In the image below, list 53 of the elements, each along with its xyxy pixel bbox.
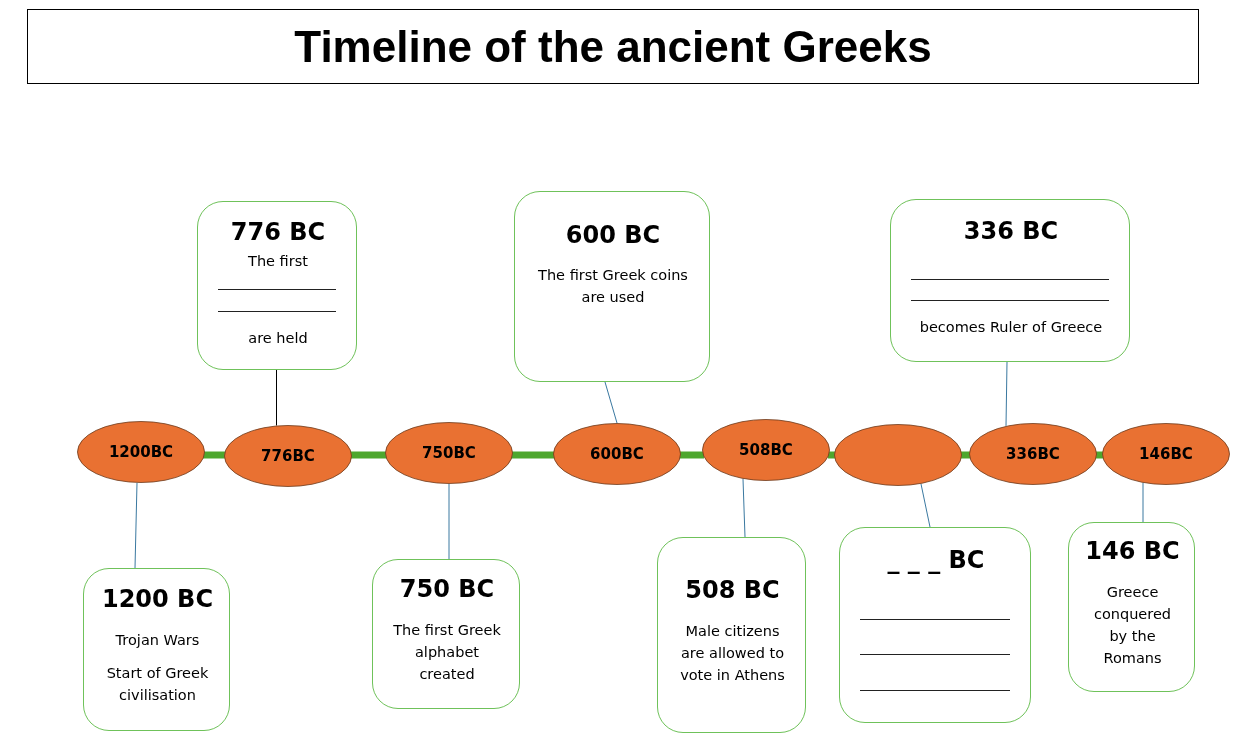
event-description: Greece conquered by the Romans [1092,583,1173,668]
event-description: becomes Ruler of Greece [918,318,1104,337]
date-ellipse [1102,423,1230,485]
event-description: are held [247,329,309,348]
event-description: Start of Greek civilisation [105,664,210,705]
leader-line [604,381,618,424]
event-date: _ _ _ BC [887,545,985,575]
event-card [197,201,357,370]
event-description: Male citizens are allowed to vote in Athens [679,622,786,685]
timeline-bar [679,451,704,459]
date-label: 776BC [261,447,315,465]
timeline-bar [511,451,555,459]
timeline-bar [350,451,387,459]
timeline-bar [203,451,226,459]
diagram-title: Timeline of the ancient Greeks [27,9,1199,84]
date-ellipse [385,422,513,484]
event-date: 508 BC [685,575,780,605]
leader-line [1142,482,1144,523]
date-ellipse [77,421,205,483]
event-card [372,559,520,709]
leader-line [448,483,450,560]
event-date: 1200 BC [101,584,214,614]
date-label: 508BC [739,441,793,459]
event-card [1068,522,1195,692]
date-ellipse [224,425,352,487]
leader-line [134,482,138,569]
date-label: 600BC [590,445,644,463]
event-description: The first Greek coins are used [537,266,689,307]
leader-line [1005,361,1008,427]
event-card [83,568,230,731]
date-label: 1200BC [108,443,174,461]
event-date: 750 BC [399,574,495,604]
date-label: 146BC [1139,445,1193,463]
date-ellipse [702,419,830,481]
date-ellipse [834,424,962,486]
date-ellipse [553,423,681,485]
event-date: 600 BC [565,220,661,250]
leader-line [742,478,746,538]
event-description: The first Greek alphabet created [392,621,502,684]
event-description: The first [247,252,309,271]
leader-line [920,483,931,528]
event-card [514,191,710,382]
event-description: Trojan Wars [114,631,201,650]
leader-line [276,369,277,426]
date-ellipse [969,423,1097,485]
date-label: 336BC [1006,445,1060,463]
event-card [839,527,1031,723]
event-card [657,537,806,733]
event-date: 146 BC [1085,536,1180,566]
event-date: 336 BC [963,216,1059,246]
date-label: 750BC [422,444,476,462]
event-card [890,199,1130,362]
event-date: 776 BC [230,217,326,247]
